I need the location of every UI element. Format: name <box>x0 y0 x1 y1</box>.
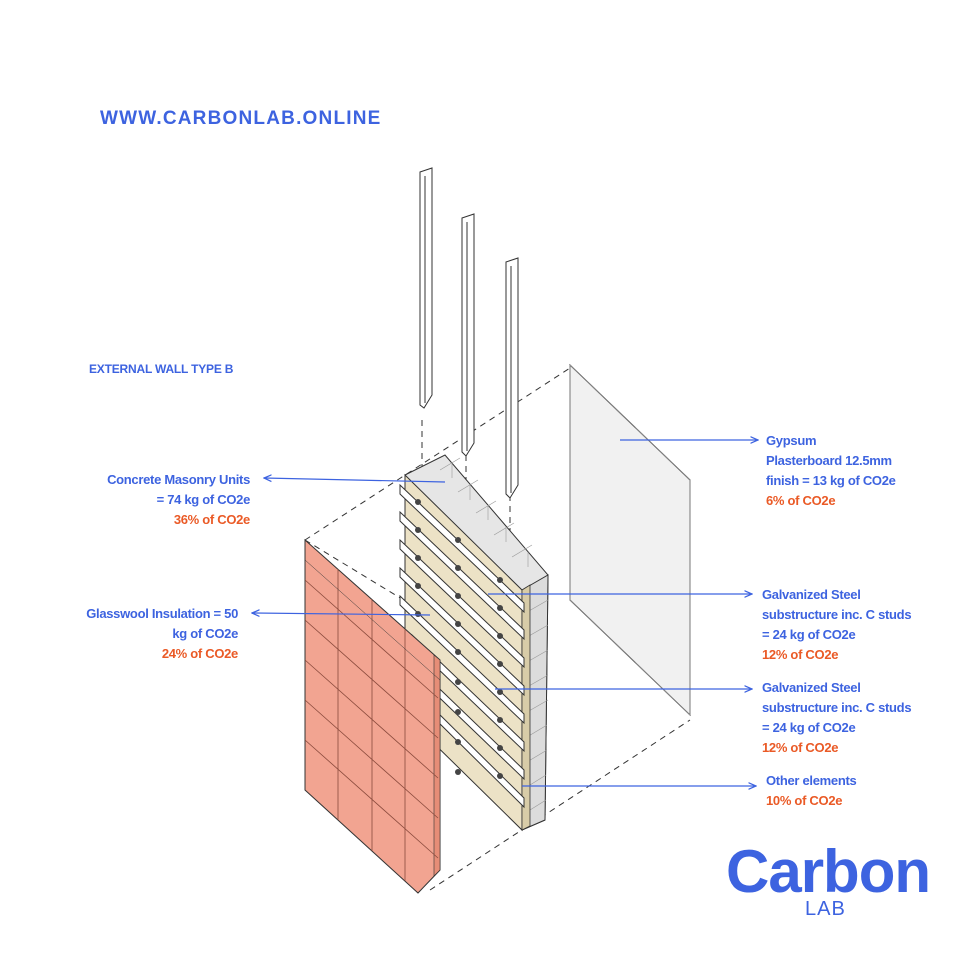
c-studs <box>419 167 519 499</box>
label-gypsum-line1: Gypsum <box>766 433 817 448</box>
label-glasswool-line1: Glasswool Insulation = 50 <box>86 606 238 621</box>
fixing-bolts <box>415 499 503 779</box>
steel-rails <box>399 483 525 809</box>
site-url[interactable]: WWW.CARBONLAB.ONLINE <box>100 108 382 129</box>
label-steel-1-pct: 12% of CO2e <box>762 647 839 662</box>
label-gypsum-line3: finish = 13 kg of CO2e <box>766 473 896 488</box>
label-other: Other elements 10% of CO2e <box>766 771 857 811</box>
logo-lab: LAB <box>805 898 846 920</box>
label-gypsum: Gypsum Plasterboard 12.5mm finish = 13 k… <box>766 431 896 511</box>
label-steel-1: Galvanized Steel substructure inc. C stu… <box>762 585 912 665</box>
label-cmu: Concrete Masonry Units = 74 kg of CO2e 3… <box>107 470 250 530</box>
label-gypsum-pct: 6% of CO2e <box>766 493 836 508</box>
logo-carbon: Carbon <box>726 838 931 905</box>
label-steel-2-line3: = 24 kg of CO2e <box>762 720 856 735</box>
label-steel-2-pct: 12% of CO2e <box>762 740 839 755</box>
callout-arrows <box>252 440 758 786</box>
wall-type-title: EXTERNAL WALL TYPE B <box>89 362 234 376</box>
label-steel-2-line1: Galvanized Steel <box>762 680 861 695</box>
label-glasswool: Glasswool Insulation = 50 kg of CO2e 24%… <box>86 604 238 664</box>
label-glasswool-pct: 24% of CO2e <box>161 646 238 661</box>
label-other-line1: Other elements <box>766 773 857 788</box>
label-gypsum-line2: Plasterboard 12.5mm <box>766 453 892 468</box>
label-cmu-pct: 36% of CO2e <box>173 512 250 527</box>
gypsum-plasterboard <box>569 363 691 717</box>
arrow-cmu <box>264 478 446 483</box>
label-other-pct: 10% of CO2e <box>766 793 843 808</box>
brick-cladding <box>304 538 441 894</box>
arrow-glasswool <box>252 613 431 615</box>
label-steel-1-line2: substructure inc. C studs <box>762 607 912 622</box>
label-glasswool-line2: kg of CO2e <box>172 626 238 641</box>
label-cmu-line2: = 74 kg of CO2e <box>156 492 251 507</box>
label-steel-1-line3: = 24 kg of CO2e <box>762 627 856 642</box>
label-steel-1-line1: Galvanized Steel <box>762 587 861 602</box>
label-cmu-line1: Concrete Masonry Units <box>107 472 250 487</box>
label-steel-2: Galvanized Steel substructure inc. C stu… <box>762 678 912 758</box>
label-steel-2-line2: substructure inc. C studs <box>762 700 912 715</box>
